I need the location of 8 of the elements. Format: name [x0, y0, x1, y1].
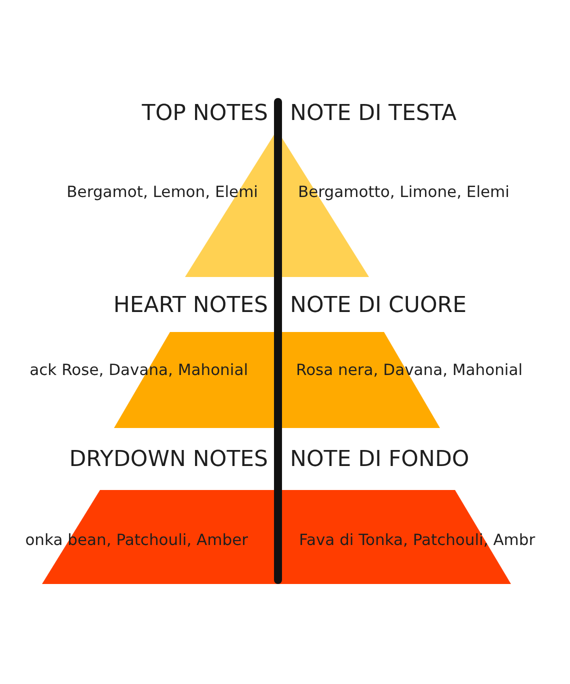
tier-heading: DRYDOWN NOTES	[69, 446, 268, 474]
tier-heading: HEART NOTES	[113, 292, 268, 320]
tier-heading: NOTE DI CUORE	[290, 292, 466, 320]
tier-heading: NOTE DI FONDO	[290, 446, 470, 474]
ingredient-list: onka bean, Patchouli, Amber	[25, 530, 248, 550]
tier-heading: NOTE DI TESTA	[290, 100, 457, 128]
tier-heading: TOP NOTES	[142, 100, 268, 128]
ingredient-list: Fava di Tonka, Patchouli, Ambr	[299, 530, 536, 550]
